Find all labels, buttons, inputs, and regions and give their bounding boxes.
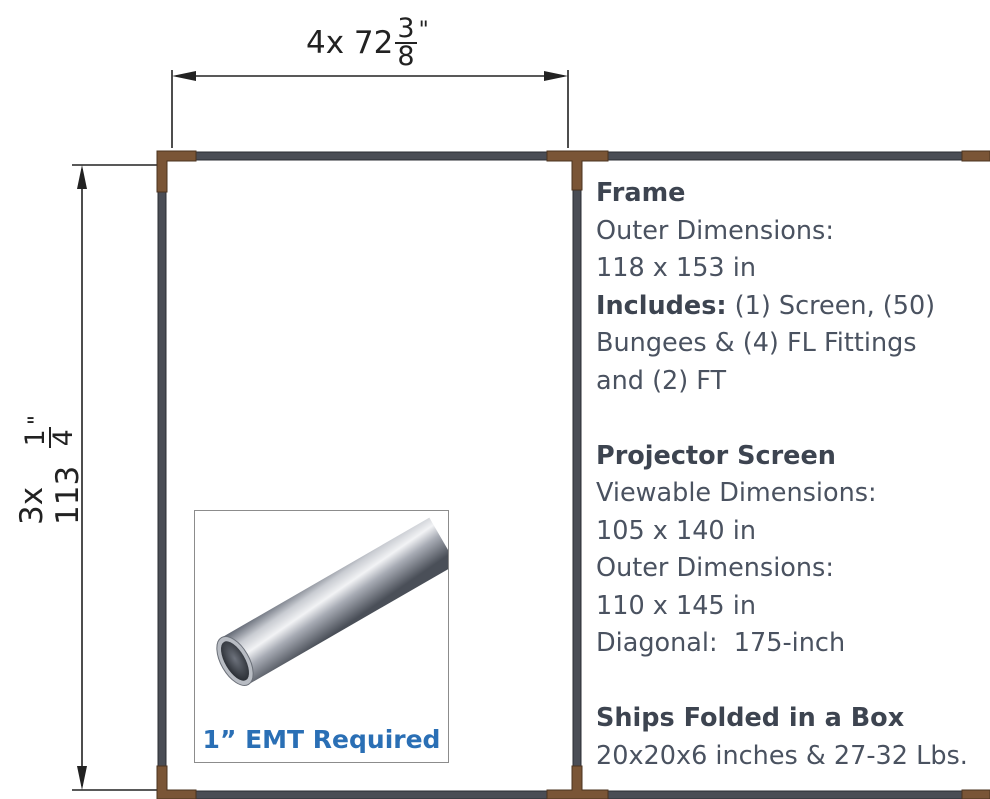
width-numerator: 3	[395, 13, 417, 44]
ships-heading: Ships Folded in a Box	[596, 703, 905, 733]
screen-heading: Projector Screen	[596, 440, 836, 471]
height-prefix: 3x 113	[14, 465, 86, 525]
screen-outer-value: 110 x 145 in	[596, 590, 756, 621]
screen-outer-label: Outer Dimensions:	[596, 553, 834, 583]
height-fraction: 1 4	[20, 427, 79, 449]
frame-outer-value: 118 x 153 in	[596, 253, 756, 283]
width-fraction: 3 8	[395, 13, 417, 72]
width-dimension-line	[171, 70, 569, 148]
emt-pipe-image	[216, 517, 448, 686]
width-unit: "	[418, 18, 429, 43]
height-dimension-line	[72, 164, 158, 791]
ships-value: 20x20x6 inches & 27-32 Lbs.	[596, 740, 968, 771]
emt-photo-box: 1” EMT Required	[194, 510, 449, 763]
width-dimension-label: 4x 72 3 8 "	[306, 8, 429, 78]
includes-line: Includes: (1) Screen, (50)	[596, 288, 990, 326]
height-unit: "	[25, 415, 50, 426]
includes-line1: (1) Screen, (50)	[726, 290, 936, 321]
height-numerator: 1	[20, 427, 51, 449]
viewable-label: Viewable Dimensions:	[596, 478, 877, 508]
width-denominator: 8	[397, 41, 415, 72]
height-denominator: 4	[48, 429, 79, 447]
viewable-value: 105 x 140 in	[596, 515, 756, 546]
diagonal: Diagonal: 175-inch	[596, 628, 846, 658]
spacer	[596, 663, 990, 701]
emt-required-label: 1” EMT Required	[202, 725, 441, 754]
spec-panel: Frame Outer Dimensions: 118 x 153 in Inc…	[596, 175, 990, 775]
width-prefix: 4x 72	[306, 25, 394, 61]
spacer	[596, 400, 990, 438]
includes-label: Includes:	[596, 290, 727, 321]
frame-outer-label: Outer Dimensions:	[596, 215, 834, 246]
includes-line3: and (2) FT	[596, 365, 727, 396]
frame-heading: Frame	[596, 178, 686, 208]
frame-fittings	[156, 150, 990, 799]
includes-line2: Bungees & (4) FL Fittings	[596, 328, 917, 358]
height-dimension-label: 3x 113 1 4 "	[14, 415, 86, 525]
